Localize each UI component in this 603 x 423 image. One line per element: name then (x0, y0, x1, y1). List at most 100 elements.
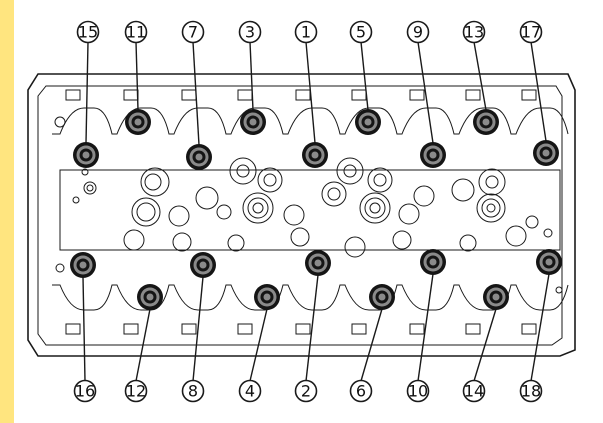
port-circle (144, 173, 162, 191)
svg-text:11: 11 (126, 23, 146, 42)
label-1: 1 (294, 20, 318, 44)
bolt-11 (125, 109, 151, 135)
label-12: 12 (124, 379, 148, 403)
svg-text:13: 13 (464, 23, 484, 42)
svg-text:8: 8 (188, 382, 198, 401)
port-circle (392, 230, 412, 250)
port-circle (55, 263, 65, 273)
label-3: 3 (238, 20, 262, 44)
port-circle (343, 164, 357, 178)
bolt-6 (369, 284, 395, 310)
label-10: 10 (406, 379, 430, 403)
label-8: 8 (181, 379, 205, 403)
port-circle (123, 229, 145, 251)
port-circle (413, 185, 435, 207)
leader-line (85, 41, 89, 144)
leader-line (473, 41, 487, 111)
bottom-lug (465, 323, 481, 335)
svg-text:5: 5 (356, 23, 366, 42)
bolt-8 (190, 252, 216, 278)
port-circle (344, 236, 366, 258)
port-circle (476, 193, 506, 223)
svg-text:9: 9 (413, 23, 423, 42)
bolt-markers (70, 109, 562, 310)
port-circle (321, 181, 347, 207)
leader-line (135, 41, 139, 111)
port-circle (359, 192, 391, 224)
leader-line (135, 308, 151, 382)
label-7: 7 (181, 20, 205, 44)
port-circle (81, 168, 89, 176)
leader-line (417, 41, 434, 144)
port-circle (283, 204, 305, 226)
bolt-2 (305, 250, 331, 276)
leader-line (192, 41, 200, 146)
top-lug (521, 89, 537, 101)
svg-text:4: 4 (245, 382, 255, 401)
top-lug (123, 89, 139, 101)
port-circle (72, 196, 80, 204)
top-lug (351, 89, 367, 101)
port-circle (216, 204, 232, 220)
port-circle (54, 116, 66, 128)
top-lug (465, 89, 481, 101)
bottom-lug (65, 323, 81, 335)
port-circle (478, 168, 506, 196)
bottom-lug (351, 323, 367, 335)
svg-text:1: 1 (301, 23, 311, 42)
leader-line (249, 308, 268, 382)
bottom-lug (123, 323, 139, 335)
port-circle (257, 167, 283, 193)
svg-text:18: 18 (521, 382, 541, 401)
bolt-4 (254, 284, 280, 310)
bolt-13 (473, 109, 499, 135)
top-lug (181, 89, 197, 101)
top-lug (65, 89, 81, 101)
bolt-5 (355, 109, 381, 135)
label-17: 17 (519, 20, 543, 44)
port-circle (290, 227, 310, 247)
bolt-16 (70, 252, 96, 278)
port-circle (263, 173, 277, 187)
port-circle (86, 184, 94, 192)
top-lug (237, 89, 253, 101)
port-circle (555, 286, 563, 294)
leader-line (530, 41, 547, 142)
label-2: 2 (294, 379, 318, 403)
svg-text:3: 3 (245, 23, 255, 42)
port-circle (364, 197, 386, 219)
head-features (54, 89, 563, 335)
port-circle (327, 187, 341, 201)
port-circle (485, 175, 499, 189)
bolt-1 (302, 142, 328, 168)
top-lug (295, 89, 311, 101)
port-circle (168, 205, 190, 227)
port-circle (172, 232, 192, 252)
port-circle (236, 164, 250, 178)
svg-text:14: 14 (464, 382, 484, 401)
port-circle (83, 181, 97, 195)
top-lug (409, 89, 425, 101)
svg-text:10: 10 (408, 382, 428, 401)
bottom-lug (409, 323, 425, 335)
label-11: 11 (124, 20, 148, 44)
bottom-lug (237, 323, 253, 335)
leader-line (249, 41, 254, 111)
label-16: 16 (73, 379, 97, 403)
port-circle (481, 198, 501, 218)
port-circle (140, 167, 170, 197)
port-circle (459, 234, 477, 252)
port-circle (247, 197, 269, 219)
svg-text:6: 6 (356, 382, 366, 401)
bolt-10 (420, 249, 446, 275)
port-circle (486, 203, 496, 213)
bottom-lug (181, 323, 197, 335)
leader-line (360, 308, 383, 382)
bolt-12 (137, 284, 163, 310)
port-circle (373, 173, 387, 187)
leader-line (417, 273, 434, 382)
label-14: 14 (462, 379, 486, 403)
label-15: 15 (76, 20, 100, 44)
